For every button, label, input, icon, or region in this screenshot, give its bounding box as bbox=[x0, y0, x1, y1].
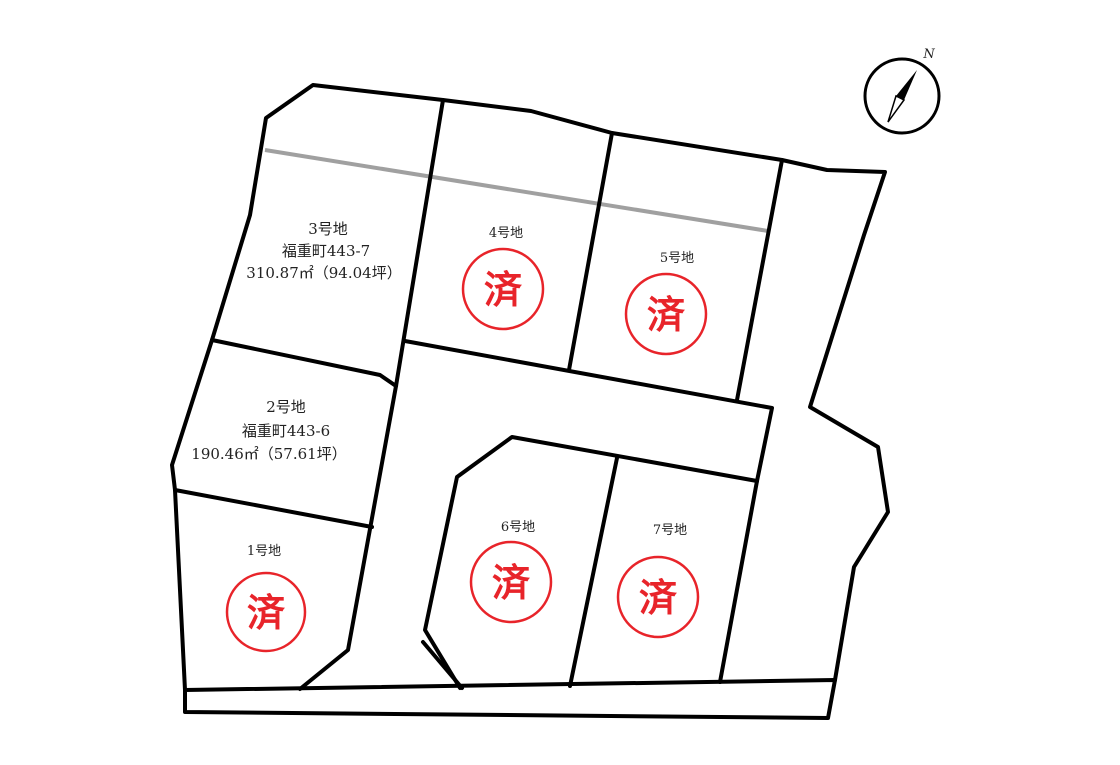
compass-north-label: N bbox=[922, 47, 935, 62]
svg-text:済: 済 bbox=[247, 591, 286, 635]
lot7-name: 7号地 bbox=[653, 523, 687, 538]
svg-text:済: 済 bbox=[492, 561, 531, 605]
lot1-name: 1号地 bbox=[247, 544, 281, 559]
lot4-lot5-divider bbox=[567, 131, 614, 372]
north-compass: N bbox=[863, 47, 941, 135]
svg-text:済: 済 bbox=[647, 293, 686, 337]
lot4-name: 4号地 bbox=[489, 226, 523, 241]
lot-5: 5号地 済 bbox=[624, 251, 708, 356]
road-strip bbox=[183, 678, 837, 720]
lot1-sold-stamp: 済 bbox=[225, 571, 307, 653]
lot2-address: 福重町443-6 bbox=[242, 422, 330, 440]
lot1-lot2-divider bbox=[173, 488, 374, 529]
lot5-sold-stamp: 済 bbox=[624, 272, 708, 356]
lot6-name: 6号地 bbox=[501, 520, 535, 535]
lot-1: 1号地 済 bbox=[225, 544, 307, 653]
lot3-name: 3号地 bbox=[308, 220, 348, 238]
lot2-lot3-divider bbox=[210, 338, 398, 388]
lot6-corner bbox=[421, 640, 464, 690]
svg-text:済: 済 bbox=[639, 576, 678, 620]
lot5-name: 5号地 bbox=[660, 251, 694, 266]
lot6-sold-stamp: 済 bbox=[469, 540, 553, 624]
lot-3: 3号地 福重町443-7 310.87㎡（94.04坪） bbox=[246, 220, 401, 282]
lot2-area: 190.46㎡（57.61坪） bbox=[191, 445, 346, 463]
lot3-address: 福重町443-7 bbox=[282, 242, 370, 260]
lot-2: 2号地 福重町443-6 190.46㎡（57.61坪） bbox=[191, 398, 346, 463]
west-inner-line bbox=[298, 98, 445, 691]
lot-6: 6号地 済 bbox=[469, 520, 553, 624]
lot4-lot5-bottom bbox=[403, 339, 774, 483]
lot4-sold-stamp: 済 bbox=[461, 247, 545, 331]
compass-tail-icon bbox=[887, 94, 906, 123]
compass-needle-icon bbox=[896, 70, 917, 100]
lot-boundaries bbox=[170, 83, 890, 720]
svg-text:済: 済 bbox=[484, 268, 523, 312]
easement-line bbox=[264, 148, 769, 233]
lot7-sold-stamp: 済 bbox=[616, 555, 700, 639]
lot-7: 7号地 済 bbox=[616, 523, 700, 639]
lot3-area: 310.87㎡（94.04坪） bbox=[246, 264, 401, 282]
lot-4: 4号地 済 bbox=[461, 226, 545, 331]
lot6-lot7-block bbox=[423, 435, 759, 690]
lot7-east-line bbox=[718, 479, 759, 684]
lot2-name: 2号地 bbox=[266, 398, 306, 416]
lot6-lot7-divider bbox=[568, 456, 619, 688]
east-inner-line bbox=[735, 158, 784, 402]
